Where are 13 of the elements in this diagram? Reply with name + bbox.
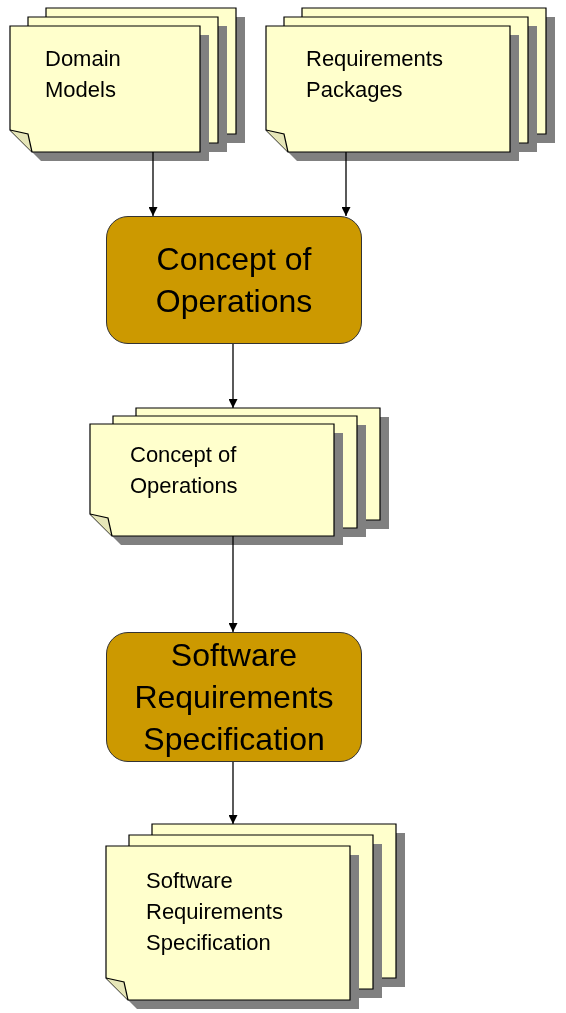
arrow bbox=[228, 761, 238, 825]
arrow bbox=[341, 151, 351, 217]
document-label: Requirements Packages bbox=[306, 45, 444, 104]
process-box bbox=[106, 216, 362, 344]
arrow bbox=[228, 535, 238, 633]
process-label: Software Requirements Specification bbox=[133, 635, 335, 760]
arrow bbox=[148, 151, 158, 217]
document-label: Concept of Operations bbox=[130, 441, 239, 500]
process-box bbox=[106, 632, 362, 762]
process-label: Concept of Operations bbox=[154, 239, 314, 321]
arrow bbox=[228, 343, 238, 409]
document-label: Software Requirements Specification bbox=[146, 867, 284, 957]
document-label: Domain Models bbox=[45, 45, 122, 104]
